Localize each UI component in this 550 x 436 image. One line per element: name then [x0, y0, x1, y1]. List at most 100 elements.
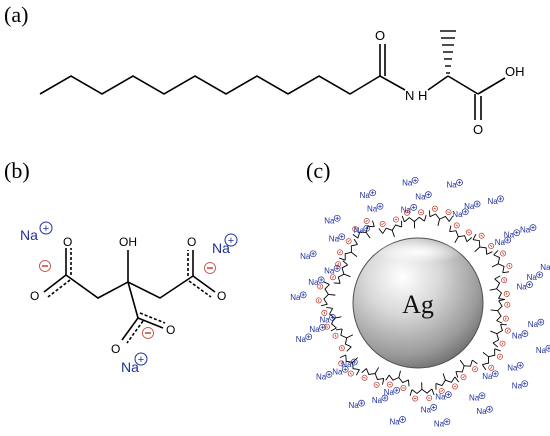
- citrate-molecule: [329, 260, 351, 284]
- sodium-label: Na: [415, 193, 426, 202]
- citrate-skeleton: [435, 376, 456, 387]
- sodium-ion-bottom: Na +: [121, 352, 148, 375]
- citrate-skeleton: [382, 224, 402, 234]
- citrate-branch: [374, 367, 379, 374]
- sodium-label: Na: [309, 325, 320, 334]
- sodium-label: Na: [520, 226, 531, 235]
- positive-charge-ring: [358, 399, 365, 407]
- citrate-carboxylate: [382, 378, 385, 385]
- citrate-carboxylate: [496, 320, 503, 324]
- amide-oxygen: O: [375, 28, 385, 43]
- panel-c-label: (c): [306, 158, 330, 183]
- citrate-skeleton: [472, 239, 488, 255]
- sodium-label: Na: [212, 240, 230, 256]
- citrate-molecule: [352, 218, 375, 239]
- sodium-label: Na: [540, 263, 550, 272]
- left-carboxylate-delocal-down: [47, 279, 71, 298]
- negative-charge-minus: [473, 368, 477, 371]
- positive-charge-ring: [529, 224, 537, 231]
- citrate-molecule: [455, 359, 478, 381]
- sodium-label: Na: [296, 335, 307, 344]
- left-carboxylate-oxygen-top: O: [63, 235, 72, 249]
- negative-charge-ring: [500, 250, 506, 257]
- negative-charge-minus: [375, 383, 378, 386]
- central-carboxylate-bond: [127, 281, 139, 319]
- citrate-carboxylate: [401, 220, 403, 228]
- negative-charge-ring: [503, 291, 510, 297]
- negative-charge-ring: [335, 261, 342, 268]
- sodium-label: Na: [464, 202, 475, 211]
- amide-cn-bond: [379, 75, 406, 91]
- citrate-molecule: [491, 250, 513, 274]
- citrate-carboxylate: [454, 376, 460, 383]
- negative-charge-minus: [502, 252, 504, 255]
- citrate-molecule: [428, 205, 454, 227]
- negative-charge-ring: [418, 209, 425, 216]
- citrate-skeleton: [494, 278, 503, 299]
- citrate-branch: [352, 357, 359, 363]
- citrate-carboxylate: [361, 368, 367, 374]
- sodium-ion: Na: [332, 365, 349, 376]
- central-carboxylate-oxygen-right: O: [166, 323, 175, 337]
- carboxyl-hydroxyl: OH: [505, 64, 525, 79]
- negative-charge-ring: [373, 381, 380, 388]
- positive-charge-ring: [424, 191, 432, 198]
- positive-charge-ring: [536, 271, 543, 279]
- negative-charge-ring: [404, 209, 411, 216]
- citrate-shell: [315, 205, 513, 402]
- negative-charge-ring: [363, 218, 370, 224]
- sodium-label: Na: [517, 283, 528, 292]
- citrate-carboxylate: [502, 271, 510, 274]
- sodium-ion: Na: [507, 361, 524, 372]
- negative-charge-ring: [445, 209, 452, 216]
- citrate-branch: [346, 334, 354, 339]
- negative-charge-minus: [501, 342, 504, 345]
- central-carboxylate-delocal-right: [139, 312, 166, 324]
- negative-charge-minus: [467, 231, 471, 234]
- citrate-carboxylate: [455, 371, 459, 378]
- negative-charge-minus: [453, 385, 457, 388]
- citrate-molecule: [385, 370, 410, 391]
- sodium-label: Na: [452, 210, 463, 219]
- silver-core-label: Ag: [402, 290, 434, 319]
- sodium-ion: Na: [324, 214, 341, 225]
- positive-charge-ring: [299, 291, 307, 299]
- citrate-branch: [398, 370, 401, 378]
- sodium-ion: Na: [447, 179, 463, 190]
- negative-charge-ring: [347, 370, 354, 377]
- amide-nitrogen: N: [405, 88, 414, 103]
- citrate-carboxylate: [333, 282, 341, 284]
- sodium-label: Na: [512, 332, 523, 341]
- sodium-ion: Na: [435, 391, 452, 402]
- negative-charge-minus: [381, 223, 385, 225]
- positive-charge-ring: [376, 202, 384, 210]
- sodium-label: Na: [349, 401, 360, 410]
- sodium-ion: Na: [341, 358, 358, 369]
- sodium-label: Na: [512, 382, 523, 391]
- citrate-carboxylate: [356, 369, 360, 376]
- central-carboxylate-delocal-down: [126, 320, 144, 344]
- citrate-carboxylate: [339, 257, 346, 261]
- negative-charge-minus: [334, 334, 337, 338]
- positive-charge-ring: [443, 418, 451, 426]
- sodium-label: Na: [354, 226, 365, 235]
- citrate-carboxylate: [321, 303, 328, 307]
- citrate-skeleton: [411, 388, 433, 395]
- sodium-ion: Na: [384, 386, 401, 397]
- positive-charge-ring: [399, 416, 406, 423]
- positive-charge-ring: [456, 179, 463, 186]
- positive-charge-ring: [39, 221, 53, 235]
- positive-charge-ring: [317, 276, 325, 284]
- sodium-label: Na: [402, 178, 413, 187]
- sodium-label: Na: [469, 394, 480, 403]
- sodium-label: Na: [447, 181, 458, 190]
- sodium-label: Na: [300, 252, 311, 261]
- sodium-ion: Na: [469, 392, 486, 403]
- citrate-molecule: [378, 216, 403, 238]
- citrate-molecule: [490, 323, 511, 348]
- sodium-ion: Na: [536, 344, 550, 355]
- citrate-branch: [442, 373, 446, 381]
- calpha-carboxyl-bond: [447, 75, 479, 95]
- sodium-ion: Na: [482, 370, 499, 381]
- positive-charge-ring: [545, 344, 550, 352]
